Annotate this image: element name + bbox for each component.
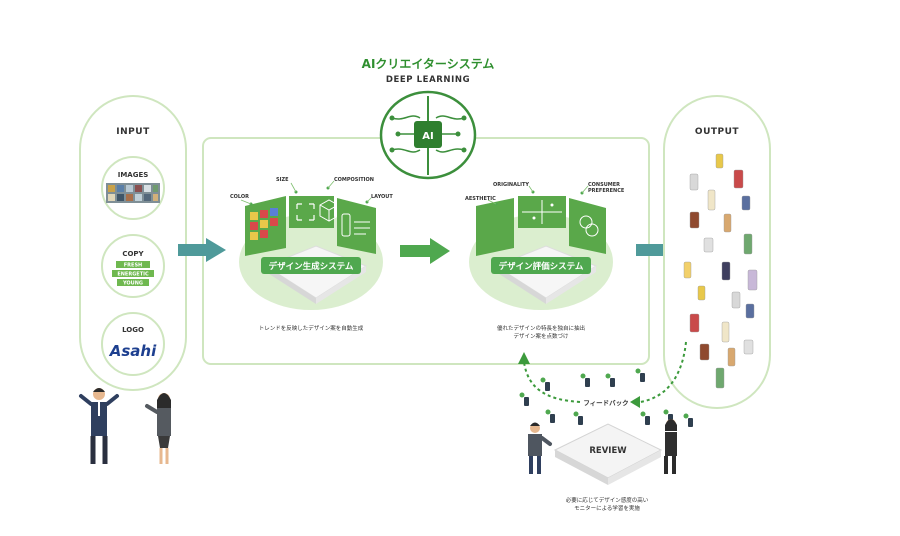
copy-word-young: YOUNG [122, 281, 143, 287]
callout-size: SIZE [276, 177, 289, 183]
callout-layout: LAYOUT [371, 194, 393, 200]
review-caption-line2: モニターによる学習を実施 [574, 504, 640, 512]
output-can [731, 291, 741, 309]
feedback-path-left [523, 361, 581, 403]
evaluation-caption-line1: 優れたデザインの特長を独自に抽出 [497, 324, 585, 332]
ai-brain-icon: AI [379, 90, 477, 180]
evaluation-system-label: デザイン評価システム [499, 261, 584, 272]
images-thumbnail-grid [106, 183, 160, 203]
monitor-phones [519, 368, 693, 427]
output-column [663, 95, 771, 409]
output-heading: OUTPUT [695, 127, 740, 137]
asahi-logo: Asahi [109, 342, 157, 360]
person-woman-input [145, 393, 171, 464]
output-can [745, 303, 755, 319]
generation-caption: トレンドを反映したデザイン案を自動生成 [259, 324, 364, 332]
feedback-label: フィードバック [583, 398, 628, 407]
generation-callouts: COLOR SIZE COMPOSITION LAYOUT [230, 177, 393, 206]
callout-preference: PREFERENCE [588, 188, 625, 194]
output-can [689, 173, 699, 191]
output-can [715, 153, 724, 169]
evaluation-label-bg [491, 257, 591, 274]
callout-aesthetic: AESTHETIC [465, 196, 496, 202]
system-subtitle: DEEP LEARNING [386, 75, 470, 85]
logo-label: LOGO [122, 326, 144, 334]
callout-color: COLOR [230, 194, 249, 200]
input-heading: INPUT [116, 127, 150, 137]
callout-composition: COMPOSITION [334, 177, 374, 183]
output-can [723, 213, 732, 233]
evaluation-callouts: ORIGINALITY AESTHETIC CONSUMER PREFERENC… [465, 182, 625, 206]
output-can [703, 237, 714, 253]
output-can [707, 189, 716, 211]
output-can [727, 347, 736, 367]
output-can [743, 233, 753, 255]
copy-word-energetic: ENERGETIC [117, 272, 149, 278]
review-caption-line1: 必要に応じてデザイン感度の高い [566, 496, 649, 504]
callout-originality: ORIGINALITY [493, 182, 529, 188]
evaluation-caption-line2: デザイン案を点数づけ [513, 332, 569, 340]
feedback-path-right [639, 341, 687, 403]
output-can [743, 339, 754, 355]
generation-label-bg [261, 257, 361, 274]
output-can [697, 285, 706, 301]
output-can [689, 211, 700, 229]
evaluation-panels [476, 149, 606, 256]
logo-card [101, 312, 165, 376]
copy-chip-young [117, 279, 149, 286]
person-man-review [528, 422, 552, 474]
callout-consumer: CONSUMER [588, 182, 620, 188]
arrow-generation-to-evaluation [400, 238, 450, 264]
generation-system-label: デザイン生成システム [269, 261, 354, 272]
output-can [741, 195, 751, 211]
output-can [683, 261, 692, 279]
output-can [721, 321, 730, 343]
copy-label: COPY [122, 250, 144, 258]
arrow-input-to-generation [178, 238, 226, 262]
person-man-input [79, 388, 119, 464]
output-cans [683, 153, 758, 389]
copy-word-fresh: FRESH [124, 263, 142, 269]
images-label: IMAGES [118, 171, 149, 179]
output-can [699, 343, 710, 361]
review-label: REVIEW [589, 446, 627, 456]
ai-chip-label: AI [422, 131, 433, 142]
output-can [689, 313, 700, 333]
generation-panels [245, 196, 376, 256]
system-title: AIクリエイターシステム [362, 57, 495, 71]
output-can [721, 261, 731, 281]
output-can [747, 269, 758, 291]
person-woman-review [664, 419, 677, 474]
output-can [715, 367, 725, 389]
copy-chip-fresh [116, 261, 150, 268]
output-can [733, 169, 744, 189]
copy-chip-energetic [112, 270, 154, 277]
